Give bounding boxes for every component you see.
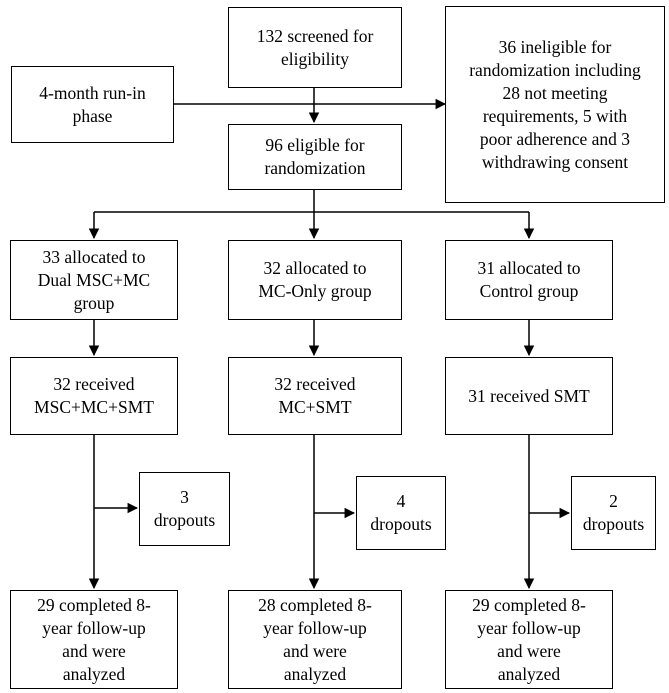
arm1-allocated-label: 33 allocated to Dual MSC+MC group [37,246,151,313]
arm2-allocated-box: 32 allocated to MC-Only group [228,240,402,320]
arm2-received-box: 32 received MC+SMT [228,357,402,435]
arm1-dropouts-box: 3 dropouts [139,472,230,546]
arm1-dropouts-label: 3 dropouts [153,487,216,530]
run-in-box: 4-month run-in phase [11,66,174,143]
ineligible-label: 36 ineligible for randomization includin… [469,36,641,172]
arm2-dropouts-box: 4 dropouts [356,476,446,550]
eligible-box: 96 eligible for randomization [228,124,402,190]
arm2-completed-label: 28 completed 8- year follow-up and were … [258,594,372,684]
arm3-dropouts-box: 2 dropouts [571,476,656,550]
arm3-completed-box: 29 completed 8- year follow-up and were … [445,590,613,689]
arm1-completed-label: 29 completed 8- year follow-up and were … [37,594,151,684]
arm1-completed-box: 29 completed 8- year follow-up and were … [10,590,178,689]
screening-label: 132 screened for eligibility [256,25,374,69]
ineligible-box: 36 ineligible for randomization includin… [445,6,665,203]
arm3-completed-label: 29 completed 8- year follow-up and were … [472,594,586,684]
arm3-received-label: 31 received SMT [468,385,590,406]
arm1-received-box: 32 received MSC+MC+SMT [10,357,178,435]
arm1-received-label: 32 received MSC+MC+SMT [34,374,154,417]
arm2-completed-box: 28 completed 8- year follow-up and were … [228,590,402,689]
arm3-dropouts-label: 2 dropouts [582,491,645,534]
arm3-received-box: 31 received SMT [445,357,613,435]
screening-box: 132 screened for eligibility [228,7,402,88]
arm3-allocated-box: 31 allocated to Control group [445,240,613,320]
run-in-label: 4-month run-in phase [39,82,146,126]
eligible-label: 96 eligible for randomization [264,135,366,178]
arm2-dropouts-label: 4 dropouts [370,491,432,534]
arm1-allocated-box: 33 allocated to Dual MSC+MC group [10,240,178,320]
arm2-received-label: 32 received MC+SMT [274,374,356,417]
arm3-allocated-label: 31 allocated to Control group [477,258,581,301]
arm2-allocated-label: 32 allocated to MC-Only group [258,258,372,301]
